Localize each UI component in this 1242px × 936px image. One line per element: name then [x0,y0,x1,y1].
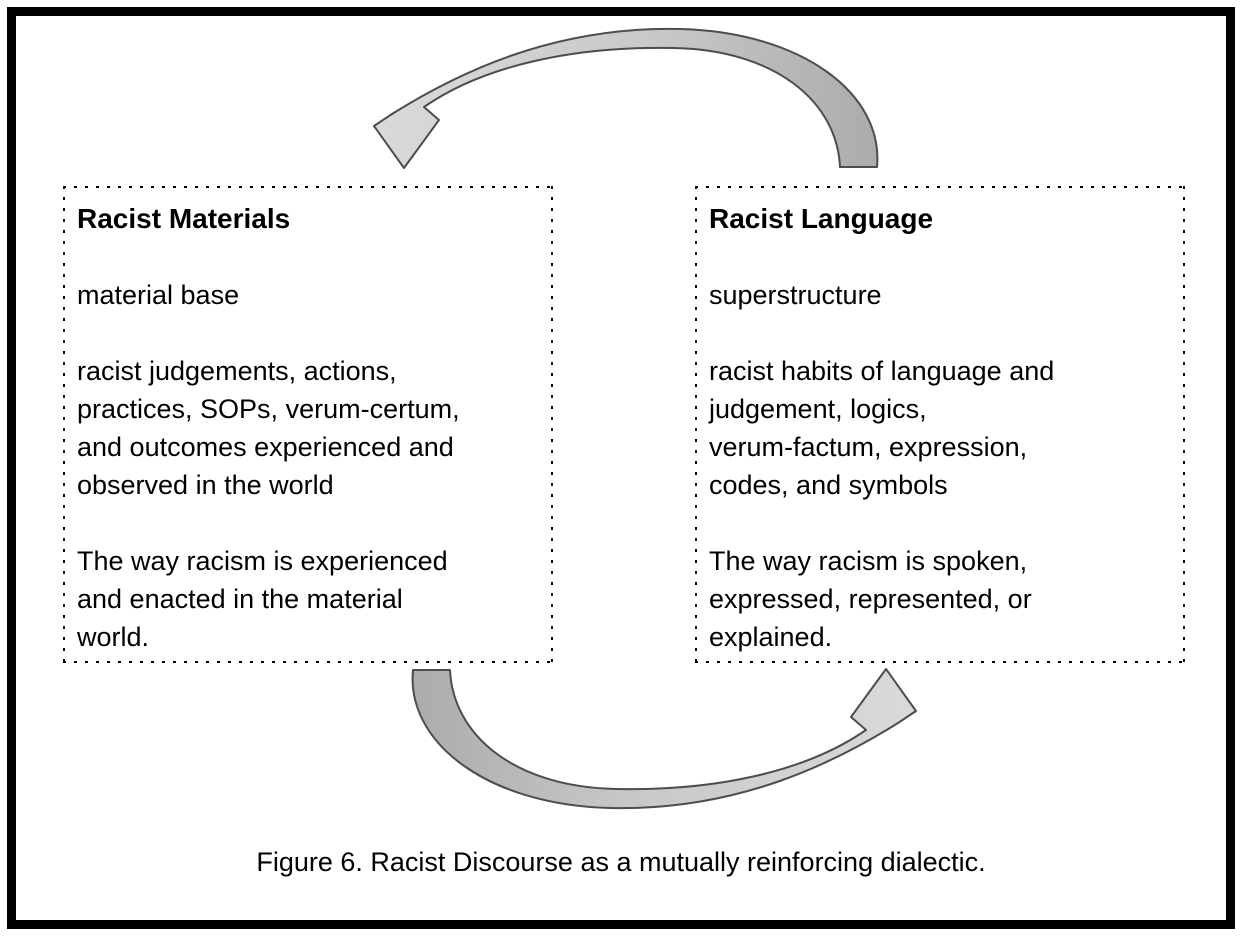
racist-materials-para-3: The way racism is experienced and enacte… [77,546,448,652]
bottom-arrow-materials-to-language [411,668,917,810]
racist-materials-para-1: material base [77,280,240,310]
figure-caption: Figure 6. Racist Discourse as a mutually… [256,847,986,877]
racist-materials-title: Racist Materials [77,203,291,234]
racist-language-para-1: superstructure [709,280,882,310]
top-arrow-language-to-materials [373,27,879,170]
racist-language-para-2: racist habits of language and judgement,… [709,356,1055,500]
racist-language-box: Racist Language superstructure racist ha… [695,186,1185,663]
racist-language-title: Racist Language [709,203,934,234]
racist-materials-box: Racist Materials material base racist ju… [63,186,553,663]
racist-materials-para-2: racist judgements, actions, practices, S… [77,356,460,500]
racist-language-para-3: The way racism is spoken, expressed, rep… [709,546,1032,652]
